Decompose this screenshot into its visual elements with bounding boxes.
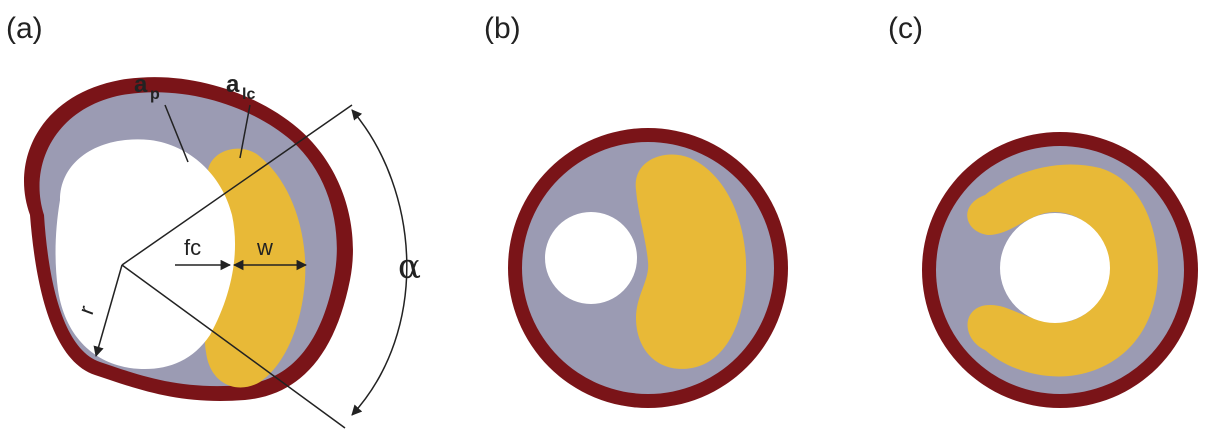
alc-leader-line — [239, 104, 251, 159]
w-label: w — [256, 235, 273, 260]
radius-arrow — [93, 264, 123, 358]
panel-b-label: (b) — [484, 12, 521, 45]
panel-c-label: (c) — [888, 12, 923, 45]
alpha-upper-ray — [121, 104, 353, 266]
panel-c: (c) — [888, 12, 1198, 408]
fc-label: fc — [184, 235, 201, 260]
alpha-label: α — [398, 247, 421, 287]
alpha-lower-ray — [121, 264, 346, 429]
panel-a-lumen — [55, 139, 236, 370]
panel-c-lipid-core — [967, 164, 1158, 377]
panel-b-lipid-core — [635, 154, 747, 369]
panel-c-lumen — [1000, 213, 1110, 323]
panel-b-lumen — [545, 212, 637, 304]
ap-label-sub: p — [150, 86, 160, 103]
ap-label-main: a — [134, 71, 148, 98]
panel-a: (a) a p a lc α r fc w — [6, 12, 421, 429]
alpha-arc-arrow — [351, 109, 408, 416]
alc-label-sub: lc — [242, 86, 255, 103]
panel-b: (b) — [484, 12, 788, 408]
panel-a-label: (a) — [6, 12, 43, 45]
alc-label-main: a — [226, 71, 240, 98]
ap-leader-line — [164, 104, 189, 163]
